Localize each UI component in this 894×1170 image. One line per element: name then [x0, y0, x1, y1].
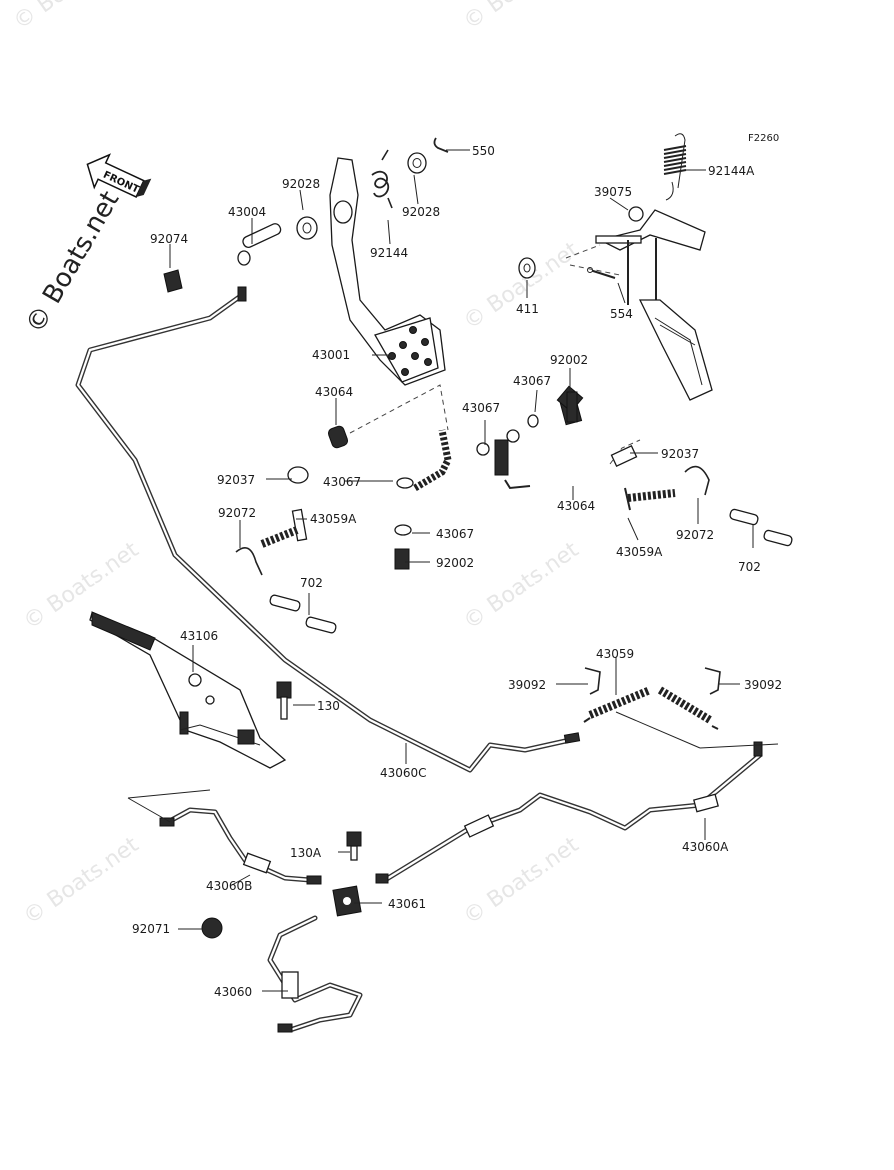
pin-43004	[237, 223, 282, 266]
part-label-92028: 92028	[402, 205, 440, 219]
part-label-92071: 92071	[132, 922, 170, 936]
leader-lines	[565, 244, 621, 276]
part-label-43060: 43060	[214, 985, 252, 999]
part-label-43001: 43001	[312, 348, 350, 362]
figure-ref-code: F2260	[748, 133, 779, 144]
watermark-text: © Boats.net	[459, 832, 584, 930]
cable-43060c	[75, 286, 581, 773]
plug-92074	[163, 269, 183, 293]
clip-39092-right	[704, 667, 721, 695]
cotter-pin-550	[433, 137, 449, 153]
watermark-text: © Boats.net	[9, 0, 134, 35]
bushing-92028-right	[407, 152, 427, 174]
part-label-92072: 92072	[676, 528, 714, 542]
pedal-bracket-39075	[595, 206, 706, 305]
part-label-92002: 92002	[550, 353, 588, 367]
part-label-92037: 92037	[217, 473, 255, 487]
part-label-43059: 43059	[596, 647, 634, 661]
part-label-550: 550	[472, 144, 495, 158]
part-label-43060a: 43060A	[682, 840, 729, 854]
hose-assembly-right	[476, 385, 793, 547]
part-label-411: 411	[516, 302, 539, 316]
part-labels: 550 92144A 92028 92028 43004 92074 92144…	[132, 144, 782, 999]
cable-43060b	[159, 807, 322, 885]
hose-left	[349, 384, 452, 570]
part-label-92144: 92144	[370, 246, 408, 260]
part-label-92144a: 92144A	[708, 164, 755, 178]
part-label-702: 702	[300, 576, 323, 590]
watermark-text: © Boats.net	[459, 537, 584, 635]
part-label-43064: 43064	[557, 499, 595, 513]
part-label-130a: 130A	[290, 846, 322, 860]
cable-43060	[267, 915, 363, 1033]
part-label-39075: 39075	[594, 185, 632, 199]
handbrake-lever-43106	[89, 611, 287, 769]
part-label-554: 554	[610, 307, 633, 321]
bushing-92028-left	[296, 216, 318, 240]
part-label-92037: 92037	[661, 447, 699, 461]
part-label-43060c: 43060C	[380, 766, 427, 780]
part-label-43067: 43067	[462, 401, 500, 415]
part-label-43061: 43061	[388, 897, 426, 911]
part-label-130: 130	[317, 699, 340, 713]
part-label-43067: 43067	[323, 475, 361, 489]
part-label-92072: 92072	[218, 506, 256, 520]
watermark-text: © Boats.net	[19, 537, 144, 635]
leader-lines	[615, 711, 779, 749]
joint-43061	[332, 885, 362, 917]
leader-lines	[127, 789, 211, 823]
leader-lines	[169, 149, 754, 992]
watermark-text: © Boats.net	[19, 832, 144, 930]
part-label-92028: 92028	[282, 177, 320, 191]
hose-assembly-left	[235, 425, 349, 634]
grommet-92071	[201, 917, 223, 939]
cable-43060a	[375, 741, 763, 884]
part-label-43106: 43106	[180, 629, 218, 643]
watermark-text: © Boats.net	[459, 0, 584, 35]
part-label-43064: 43064	[315, 385, 353, 399]
part-label-92074: 92074	[150, 232, 188, 246]
pedal-right	[638, 299, 713, 401]
spring-92144	[371, 149, 393, 209]
watermark-text: © Boats.net	[459, 237, 584, 335]
washer-411	[518, 257, 536, 279]
part-label-39092: 39092	[508, 678, 546, 692]
part-label-43059a: 43059A	[616, 545, 663, 559]
part-label-43004: 43004	[228, 205, 266, 219]
part-label-43067: 43067	[513, 374, 551, 388]
part-label-43059a: 43059A	[310, 512, 357, 526]
bolt-130	[276, 681, 292, 720]
part-label-702: 702	[738, 560, 761, 574]
clip-39092-left	[584, 667, 601, 695]
part-label-39092: 39092	[744, 678, 782, 692]
brake-pedal-43001	[329, 157, 446, 386]
part-label-92002: 92002	[436, 556, 474, 570]
part-label-43060b: 43060B	[206, 879, 252, 893]
cable-43059	[583, 686, 719, 730]
watermark-text-prominent: © Boats.net	[20, 186, 125, 338]
spring-92144a	[663, 133, 687, 201]
part-label-43067: 43067	[436, 527, 474, 541]
bolt-130a	[346, 831, 362, 861]
